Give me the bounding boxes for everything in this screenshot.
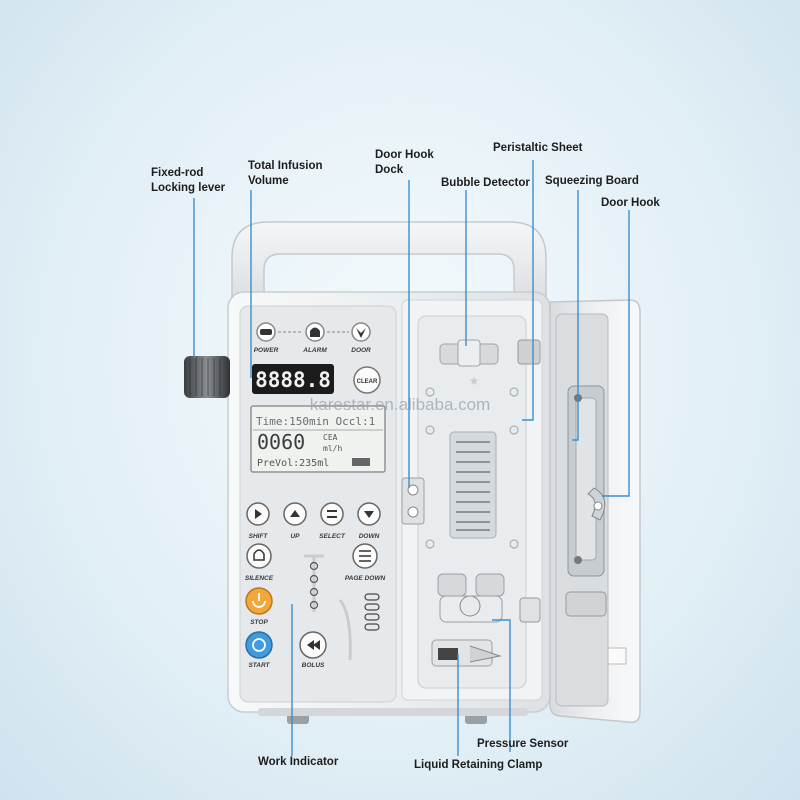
callout-bubble-detector: Bubble Detector [441, 177, 530, 189]
status-indicators: POWER ALARM DOOR [254, 322, 371, 354]
callout-work-indicator: Work Indicator [258, 756, 339, 768]
control-panel [239, 305, 397, 703]
bolus-label: BOLUS [302, 662, 325, 669]
led-readout: 8888.8 [255, 368, 331, 392]
door-label: DOOR [351, 347, 371, 354]
callout-total-volume: Total Infusion Volume [248, 160, 323, 187]
clear-label: CLEAR [357, 379, 378, 385]
silence-button[interactable] [246, 543, 272, 569]
carry-handle [231, 221, 547, 301]
locking-knob[interactable] [184, 356, 230, 398]
watermark: karestar.en.alibaba.com [310, 395, 491, 414]
callout-fixed-rod: Fixed-rod Locking lever [151, 167, 226, 194]
door-hook-dock [401, 477, 425, 525]
stop-label: STOP [250, 619, 268, 626]
side-latch [519, 597, 541, 623]
callout-lines [193, 160, 630, 756]
callout-door-hook-dock: Door Hook Dock [375, 149, 434, 176]
start-button[interactable] [245, 631, 273, 659]
liquid-retaining-clamp [431, 639, 502, 667]
star-icon: ★ [469, 374, 480, 388]
button-row-1: SHIFT UP SELECT DOWN [246, 502, 381, 540]
door-hook [587, 487, 606, 521]
callout-peristaltic-sheet: Peristaltic Sheet [493, 142, 583, 154]
down-label: DOWN [359, 533, 380, 540]
callout-liquid-clamp: Liquid Retaining Clamp [414, 759, 543, 771]
lcd-line-3: PreVol:235ml [257, 458, 329, 469]
upper-latch [517, 339, 541, 365]
peristaltic-sheet [449, 431, 497, 539]
squeezing-board [567, 385, 605, 577]
lcd-screen [250, 405, 386, 473]
callout-door-hook: Door Hook [601, 197, 660, 209]
power-label: POWER [254, 347, 279, 354]
shift-label: SHIFT [249, 533, 269, 540]
silence-label: SILENCE [245, 575, 274, 582]
lcd-unit-bottom: ml/h [323, 444, 342, 453]
lcd-flow-rate: 0060 [257, 430, 305, 454]
pressure-sensor [437, 573, 505, 623]
start-label: START [248, 662, 270, 669]
up-label: UP [290, 533, 300, 540]
alarm-label: ALARM [302, 347, 327, 354]
page-down-label: PAGE DOWN [345, 575, 386, 582]
screws [425, 387, 519, 549]
bubble-detector [439, 339, 499, 367]
select-label: SELECT [319, 533, 346, 540]
work-indicator [304, 554, 380, 661]
callout-pressure-sensor: Pressure Sensor [477, 738, 569, 750]
select-button[interactable] [320, 502, 344, 526]
door-bottom-block [565, 591, 607, 617]
lcd-unit-top: CEA [323, 433, 338, 442]
lcd-line-1: Time:150min Occl:1 [256, 415, 375, 428]
base-strip [258, 708, 528, 716]
callout-squeezing-board: Squeezing Board [545, 175, 639, 187]
battery-icon [352, 458, 370, 466]
clear-button[interactable] [353, 366, 381, 394]
led-display [252, 364, 334, 394]
door-label-sticker [607, 647, 627, 665]
door-indicator-icon [351, 322, 371, 342]
